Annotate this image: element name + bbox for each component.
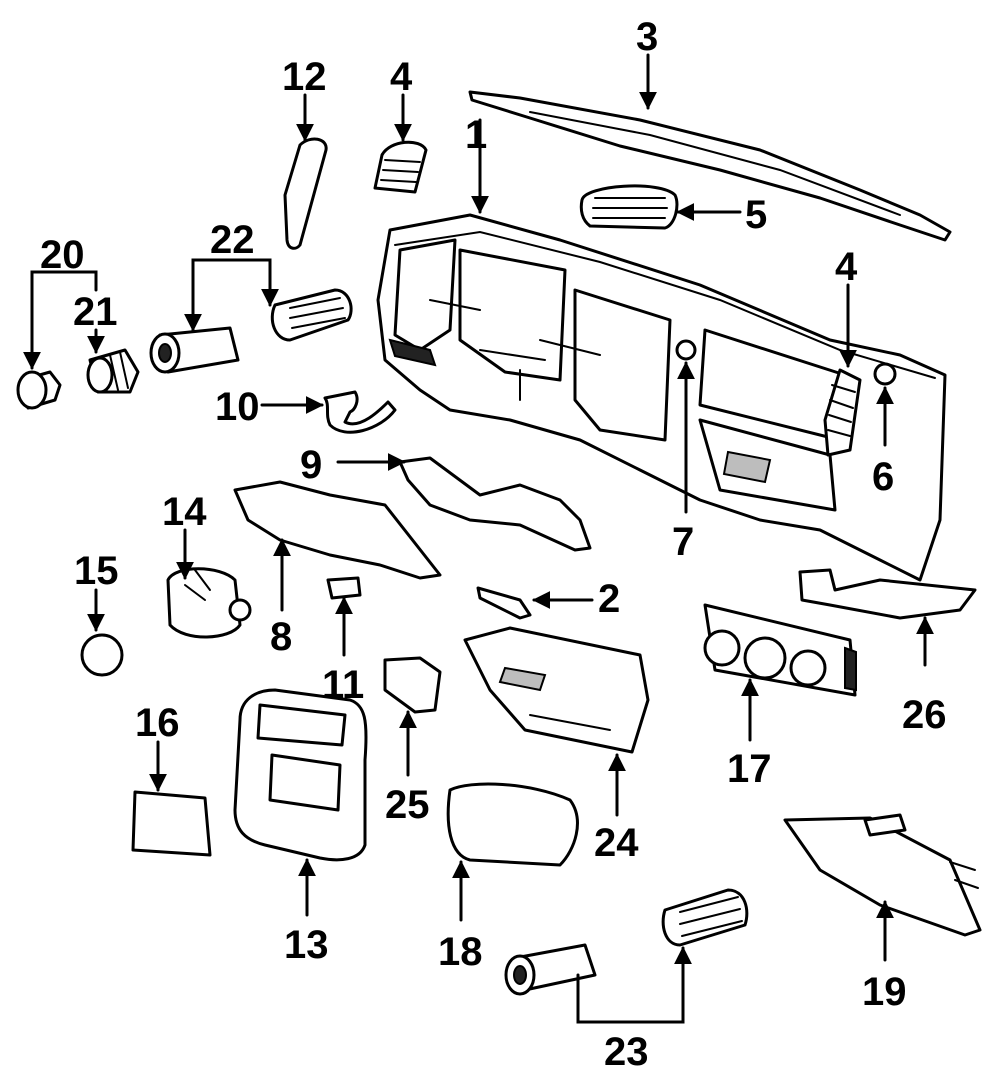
callout-26: 26 [902,693,947,737]
part-20-knob [16,370,62,410]
callout-15: 15 [74,549,119,593]
leader-22 [191,258,279,322]
part-22-outlet-upper [149,326,240,374]
part-6-knob [873,362,897,386]
part-15-button [80,633,124,677]
part-12-pillar-trim [283,137,328,250]
part-3-top-trim [468,90,952,242]
callout-22: 22 [210,218,255,262]
part-25-bracket [383,656,442,714]
part-9-lower-trim [398,456,592,552]
callout-20: 20 [40,233,85,277]
callout-2: 2 [598,577,620,621]
part-18-airbag-cover [446,782,579,867]
part-4-vent-right [823,368,862,457]
part-26-tray [798,568,977,620]
leader-23 [576,946,692,1024]
callout-9: 9 [300,443,322,487]
part-24-glove-box-bin [463,626,650,754]
part-22-switch-upper [270,288,353,342]
callout-24: 24 [594,821,639,865]
part-23-outlet-lower [504,943,597,996]
callout-23: 23 [604,1030,649,1074]
callout-13: 13 [284,923,329,967]
callout-1: 1 [465,113,487,157]
callout-11: 11 [322,663,364,707]
part-10-bracket [323,390,397,434]
part-13-cluster-bezel [233,688,368,862]
callout-8: 8 [270,615,292,659]
part-2-trim-piece [476,586,532,620]
part-11-clip [326,576,362,600]
part-23-switch-lower [661,888,749,947]
callout-18: 18 [438,930,483,974]
leader-20 [23,270,98,370]
callout-14: 14 [162,490,207,534]
callout-10: 10 [215,385,260,429]
part-16-cover [131,790,212,857]
callout-5: 5 [745,193,767,237]
part-5-center-vent [579,184,679,230]
callout-labels: 1 2 3 4 4 5 6 7 8 9 10 11 12 13 14 15 16… [40,15,947,1074]
part-4-vent-left [373,140,428,194]
callout-7: 7 [672,520,694,564]
callout-6: 6 [872,455,894,499]
callout-21: 21 [73,290,118,334]
callout-25: 25 [385,783,430,827]
callout-16: 16 [135,701,180,745]
part-14-ignition-switch [166,567,252,639]
part-17-climate-control [703,603,857,697]
callout-4-upper: 4 [390,55,413,99]
part-8-knee-panel [233,480,442,580]
callout-12: 12 [282,55,327,99]
callout-3: 3 [636,15,658,59]
callout-17: 17 [727,747,772,791]
part-7-clip [675,339,697,361]
part-21-bezel [86,348,140,394]
leader-lines [23,53,934,1024]
callout-4-right: 4 [835,245,858,289]
callout-19: 19 [862,970,907,1014]
part-1-instrument-panel [376,213,947,582]
part-19-glove-box-door [783,813,982,937]
